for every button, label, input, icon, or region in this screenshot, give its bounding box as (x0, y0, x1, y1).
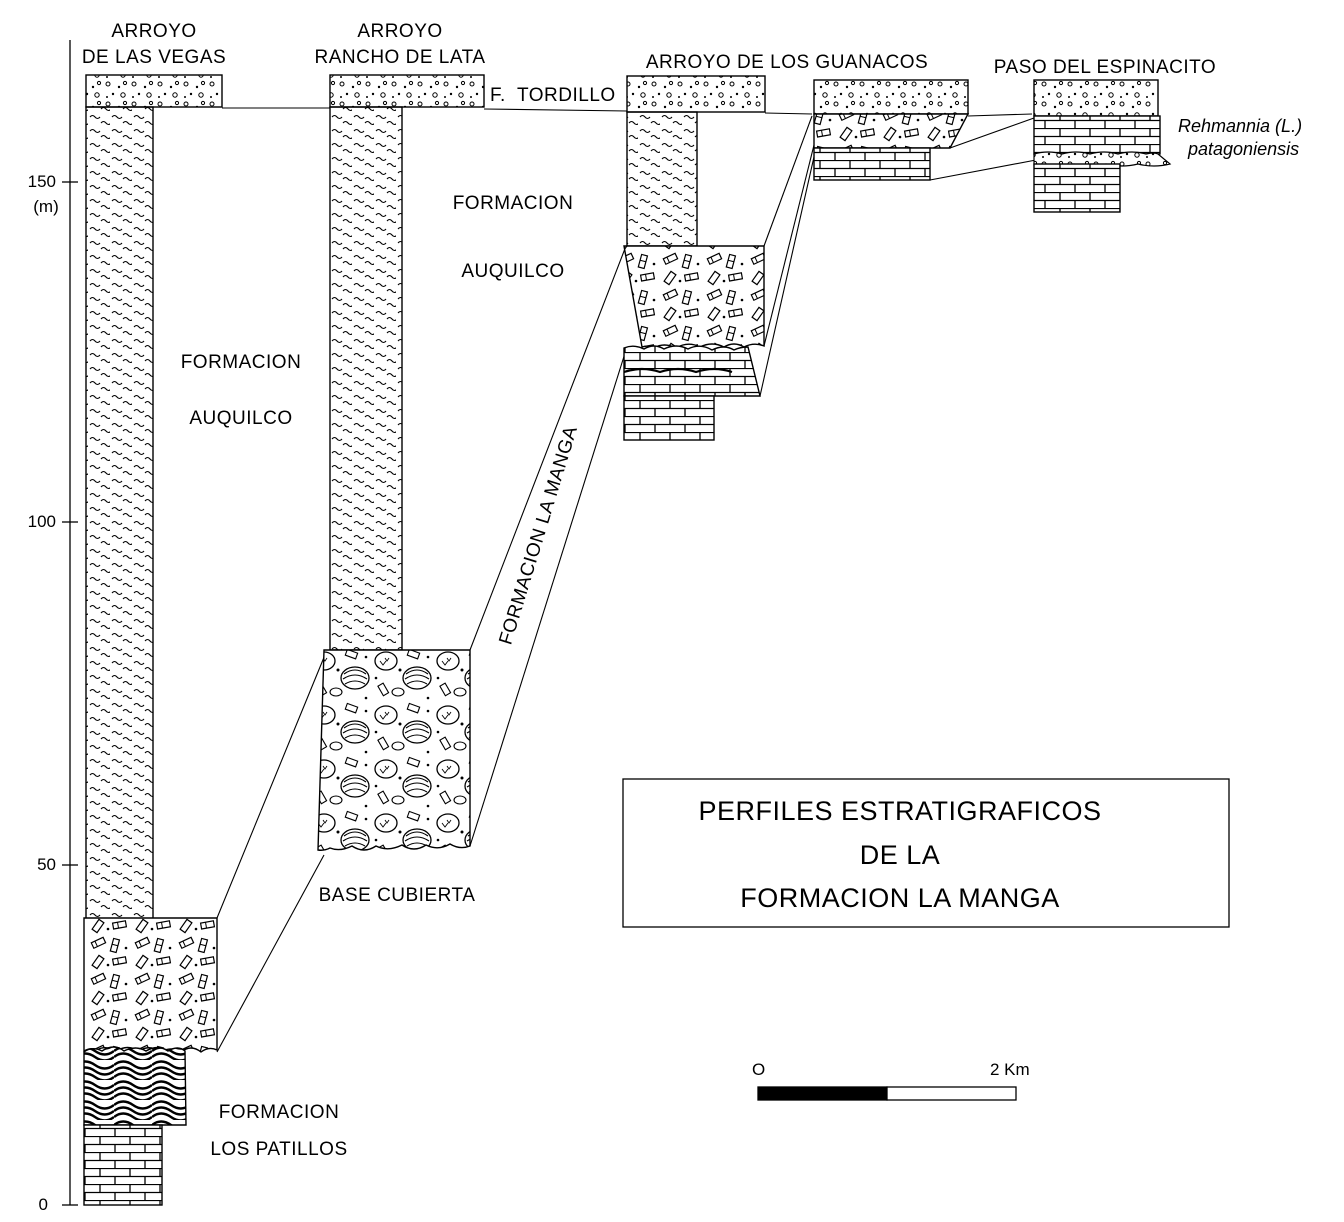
axis-unit: (m) (33, 197, 58, 216)
los-patillos-limestone-bed (623, 395, 715, 441)
la-manga-breccia-bed (813, 113, 970, 149)
unit-label-auquilco-a-line1: FORMACION (453, 193, 574, 214)
axis-label-150: 150 (28, 172, 56, 191)
limestone-bed (813, 147, 931, 181)
section-title-rancho-line2: RANCHO DE LATA (315, 47, 486, 68)
tordillo-conglomerate-bed (329, 74, 485, 108)
manga-top-guanacos-espinacito (763, 115, 813, 247)
rehmannia-limestone-bed (1033, 115, 1161, 155)
scale-bar-end-label: 2 Km (990, 1060, 1030, 1079)
manga-base-rancho-guanacos (469, 349, 627, 847)
scale-bar-start-label: O (752, 1060, 765, 1079)
title-box-frame (622, 778, 1230, 928)
espinacito-lower-tie (929, 159, 1037, 181)
title-line3: FORMACION LA MANGA (740, 883, 1060, 913)
auquilco-shale-bed (329, 106, 403, 651)
correlation-lines (216, 107, 1037, 1053)
unit-label-auquilco-b-line1: FORMACION (181, 352, 302, 373)
axis-label-100: 100 (28, 512, 56, 531)
lower-limestone-bed (1033, 163, 1121, 213)
tordillo-base-line-3 (764, 112, 813, 115)
tordillo-conglomerate-bed (626, 75, 766, 113)
section-title-vegas-line2: DE LAS VEGAS (82, 47, 226, 68)
unit-label-tordillo: F. TORDILLO (490, 85, 616, 106)
column-arroyo-de-las-vegas (83, 74, 223, 1206)
unit-label-patillos-line1: FORMACION (219, 1102, 340, 1123)
unit-label-auquilco-b-line2: AUQUILCO (189, 408, 292, 429)
los-patillos-limestone-bed (83, 1124, 163, 1206)
column-arroyo-rancho-de-lata (317, 74, 485, 851)
vertical-axis: 0 50 100 150 (m) (28, 40, 78, 1214)
manga-top-vegas-rancho (216, 649, 328, 919)
axis-label-50: 50 (37, 855, 56, 874)
scale-bar: O 2 Km (752, 1060, 1030, 1101)
manga-top-rancho-guanacos (469, 245, 627, 651)
section-title-vegas-line1: ARROYO (111, 21, 196, 42)
tordillo-conglomerate-bed (1033, 79, 1159, 117)
wavy-contact (623, 367, 733, 374)
auquilco-shale-bed (85, 106, 154, 920)
section-title-guanacos: ARROYO DE LOS GUANACOS (646, 52, 928, 73)
la-manga-breccia-bed (623, 245, 765, 349)
scale-bar-black-segment (757, 1086, 888, 1101)
fossil-label-line1: Rehmannia (L.) (1178, 116, 1302, 136)
la-manga-boulder-bed (317, 649, 471, 851)
column-arroyo-de-los-guanacos (623, 75, 766, 441)
axis-label-0: 0 (39, 1195, 48, 1214)
manga-mid-guanacos-espinacito (763, 144, 815, 347)
tordillo-conglomerate-bed (85, 74, 223, 108)
scale-bar-white-segment (886, 1086, 1017, 1101)
fossil-label-line2: patagoniensis (1187, 139, 1299, 159)
tordillo-base-line-2 (483, 108, 628, 112)
espinacito-upper-tie (949, 117, 1035, 149)
column-paso-del-espinacito-right (1033, 79, 1172, 213)
tordillo-base-line-4 (967, 113, 1033, 117)
section-title-rancho-line1: ARROYO (357, 21, 442, 42)
unit-label-auquilco-a-line2: AUQUILCO (461, 261, 564, 282)
tordillo-conglomerate-bed (813, 79, 969, 115)
auquilco-shale-bed (626, 111, 698, 247)
column-paso-del-espinacito-left (813, 79, 970, 181)
folded-limestone-bed (83, 1046, 187, 1126)
title-line1: PERFILES ESTRATIGRAFICOS (698, 796, 1101, 826)
unit-label-base-cubierta: BASE CUBIERTA (319, 885, 476, 906)
unit-label-patillos-line2: LOS PATILLOS (210, 1139, 347, 1160)
manga-base-guanacos-espinacito (759, 147, 817, 397)
manga-base-vegas-rancho (216, 854, 325, 1053)
unit-label-la-manga: FORMACION LA MANGA (495, 424, 582, 648)
section-title-espinacito: PASO DEL ESPINACITO (994, 57, 1216, 78)
la-manga-breccia-bed (83, 917, 218, 1053)
title-box: PERFILES ESTRATIGRAFICOS DE LA FORMACION… (622, 778, 1230, 928)
title-line2: DE LA (860, 840, 941, 870)
